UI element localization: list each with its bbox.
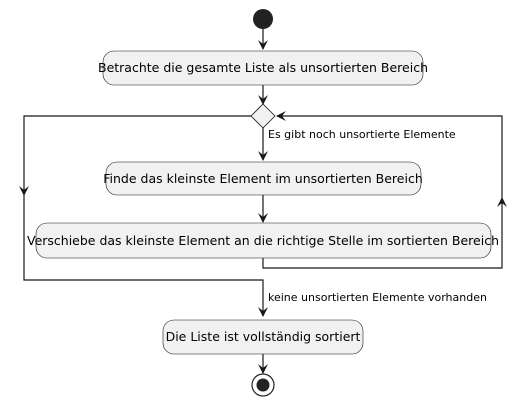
loop-condition-label: Es gibt noch unsortierte Elemente bbox=[268, 128, 456, 141]
step-move-smallest-label: Verschiebe das kleinste Element an die r… bbox=[27, 233, 499, 248]
step-consider-list-label: Betrachte die gesamte Liste als unsortie… bbox=[98, 60, 428, 75]
exit-condition-label: keine unsortierten Elemente vorhanden bbox=[268, 291, 487, 304]
edge-loop-back bbox=[262, 111, 503, 269]
step-consider-list-node: Betrachte die gesamte Liste als unsortie… bbox=[98, 50, 428, 86]
start-node bbox=[253, 9, 273, 29]
step-list-sorted-label: Die Liste ist vollständig sortiert bbox=[166, 329, 361, 344]
exit-down-arrowhead bbox=[19, 186, 29, 196]
step-list-sorted-node: Die Liste ist vollständig sortiert bbox=[162, 319, 364, 355]
step-find-smallest-node: Finde das kleinste Element im unsortiert… bbox=[103, 161, 423, 196]
step-move-smallest-node: Verschiebe das kleinste Element an die r… bbox=[27, 222, 499, 259]
loop-decision-diamond bbox=[250, 103, 276, 129]
step-find-smallest-label: Finde das kleinste Element im unsortiert… bbox=[103, 171, 423, 186]
loop-back-up-arrowhead bbox=[497, 197, 507, 207]
edge-exit-path bbox=[23, 115, 268, 317]
end-node bbox=[251, 373, 275, 397]
